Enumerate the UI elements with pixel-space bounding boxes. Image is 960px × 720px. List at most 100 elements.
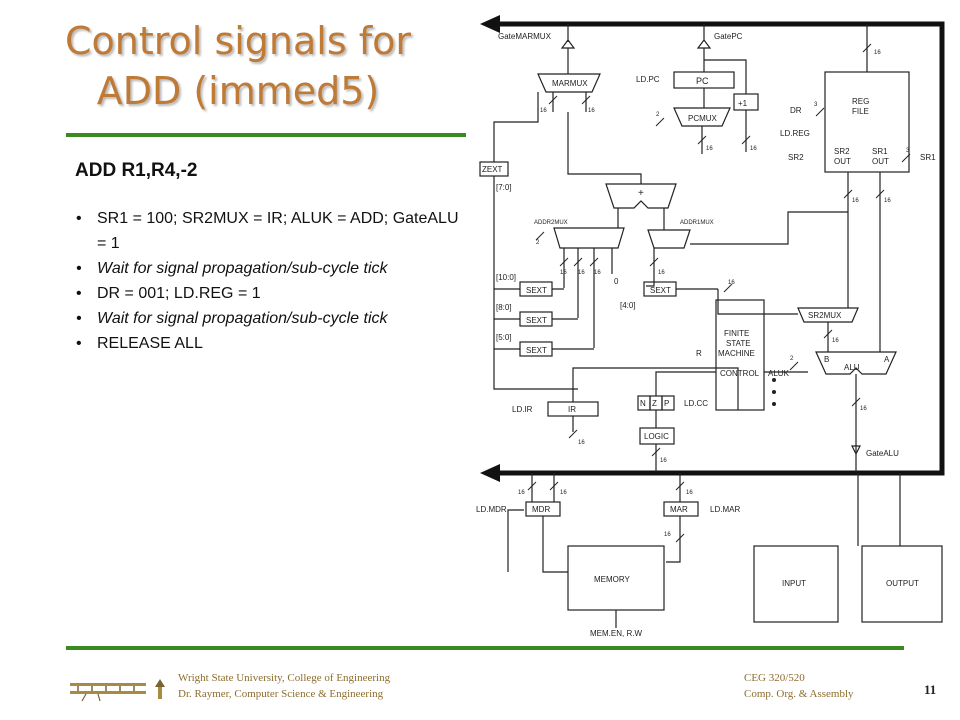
label-reg-1: REG xyxy=(852,97,869,106)
title-line-2: ADD (immed5) xyxy=(96,69,380,113)
label-gate-pc: GatePC xyxy=(714,32,743,41)
width-label: 16 xyxy=(832,338,839,344)
width-label: 16 xyxy=(874,50,881,56)
pcmux-shape xyxy=(673,107,731,127)
label-zero: 0 xyxy=(614,277,619,286)
marmux-shape xyxy=(537,73,601,93)
label-sext: SEXT xyxy=(526,286,547,295)
width-label: 16 xyxy=(686,490,693,496)
width-label: 2 xyxy=(790,356,794,362)
label-sr2-out-1: SR2 xyxy=(834,147,850,156)
label-bits-10-0: [10:0] xyxy=(496,273,516,282)
label-gate-alu: GateALU xyxy=(866,449,899,458)
label-fsm-1: FINITE xyxy=(724,329,749,338)
width-label: 16 xyxy=(658,270,665,276)
label-ld-reg: LD.REG xyxy=(780,129,810,138)
label-memory: MEMORY xyxy=(594,575,631,584)
bullet-item: SR1 = 100; SR2MUX = IR; ALUK = ADD; Gate… xyxy=(75,206,470,256)
label-ld-mar: LD.MAR xyxy=(710,505,740,514)
addr2mux-shape xyxy=(553,227,625,249)
label-dr: DR xyxy=(790,106,802,115)
width-label: 16 xyxy=(664,532,671,538)
label-output: OUTPUT xyxy=(886,579,919,588)
label-sr1-out-1: SR1 xyxy=(872,147,888,156)
width-label: 16 xyxy=(578,440,585,446)
width-label: 3 xyxy=(814,102,818,108)
bullet-item: Wait for signal propagation/sub-cycle ti… xyxy=(75,306,470,331)
width-label: 16 xyxy=(540,108,547,114)
label-marmux: MARMUX xyxy=(552,79,588,88)
width-label: 16 xyxy=(594,270,601,276)
width-label: 2 xyxy=(656,112,660,118)
label-reg-2: FILE xyxy=(852,107,869,116)
width-label: 16 xyxy=(706,146,713,152)
label-bits-4-0: [4:0] xyxy=(620,301,636,310)
title-divider xyxy=(66,133,466,137)
label-alu-a: A xyxy=(884,355,890,364)
wright-flyer-logo xyxy=(70,679,165,702)
page-number: 11 xyxy=(924,682,937,697)
width-label: 16 xyxy=(750,146,757,152)
label-sr1: SR1 xyxy=(920,153,936,162)
footer-right: CEG 320/520 Comp. Org. & Assembly xyxy=(744,670,854,702)
label-sr1-out-2: OUT xyxy=(872,157,889,166)
label-aluk: ALUK xyxy=(768,369,790,378)
alu-shape xyxy=(815,351,897,375)
label-z: Z xyxy=(652,399,657,408)
label-mem-en: MEM.EN, R.W xyxy=(590,629,642,638)
label-ld-cc: LD.CC xyxy=(684,399,708,408)
footer-course: CEG 320/520 xyxy=(744,672,805,684)
label-zext: ZEXT xyxy=(482,165,503,174)
label-sr2: SR2 xyxy=(788,153,804,162)
sr2mux-shape xyxy=(797,307,859,323)
mar-register xyxy=(663,501,699,517)
label-ld-mdr: LD.MDR xyxy=(476,505,507,514)
width-label: 16 xyxy=(852,198,859,204)
control-signal-list: SR1 = 100; SR2MUX = IR; ALUK = ADD; Gate… xyxy=(75,206,470,356)
label-sext: SEXT xyxy=(526,346,547,355)
width-label: 2 xyxy=(536,240,540,246)
label-control: CONTROL xyxy=(720,369,760,378)
bullet-item: Wait for signal propagation/sub-cycle ti… xyxy=(75,256,470,281)
label-alu-b: B xyxy=(824,355,829,364)
width-label: 16 xyxy=(728,280,735,286)
label-fsm-2: STATE xyxy=(726,339,751,348)
label-alu: ALU xyxy=(844,363,860,372)
finite-state-machine xyxy=(715,299,765,411)
label-addr2mux: ADDR2MUX xyxy=(534,220,568,226)
slide-title: Control signals for ADD (immed5) xyxy=(18,16,458,116)
input-box xyxy=(753,545,839,623)
width-label: 16 xyxy=(560,490,567,496)
width-label: 16 xyxy=(660,458,667,464)
logic-box xyxy=(639,427,675,445)
label-sext: SEXT xyxy=(650,286,671,295)
label-bits-5-0: [5:0] xyxy=(496,333,512,342)
footer-divider xyxy=(66,646,904,650)
bullet-item: DR = 001; LD.REG = 1 xyxy=(75,281,470,306)
label-ir: IR xyxy=(568,405,576,414)
label-addr1mux: ADDR1MUX xyxy=(680,220,714,226)
label-r: R xyxy=(696,349,702,358)
datapath-diagram: GateMARMUX GatePC MARMUX PC LD.PC +1 PCM… xyxy=(476,15,945,638)
label-mdr: MDR xyxy=(532,505,550,514)
label-pc: PC xyxy=(696,76,709,86)
footer-author: Dr. Raymer, Computer Science & Engineeri… xyxy=(178,688,384,700)
label-gate-marmux: GateMARMUX xyxy=(498,32,552,41)
addr1mux-shape xyxy=(647,229,691,249)
label-ld-pc: LD.PC xyxy=(636,75,660,84)
address-adder xyxy=(605,183,677,209)
label-mar: MAR xyxy=(670,505,688,514)
bullet-item: RELEASE ALL xyxy=(75,331,470,356)
instruction-heading: ADD R1,R4,-2 xyxy=(75,160,198,181)
label-pcmux: PCMUX xyxy=(688,114,718,123)
system-bus xyxy=(480,15,945,482)
title-line-1: Control signals for xyxy=(65,19,411,63)
label-bits-8-0: [8:0] xyxy=(496,303,512,312)
footer-university: Wright State University, College of Engi… xyxy=(178,672,391,684)
label-p: P xyxy=(664,399,669,408)
label-ld-ir: LD.IR xyxy=(512,405,533,414)
width-label: 16 xyxy=(518,490,525,496)
label-sr2-out-2: OUT xyxy=(834,157,851,166)
width-label: 3 xyxy=(906,148,910,154)
label-sext: SEXT xyxy=(526,316,547,325)
